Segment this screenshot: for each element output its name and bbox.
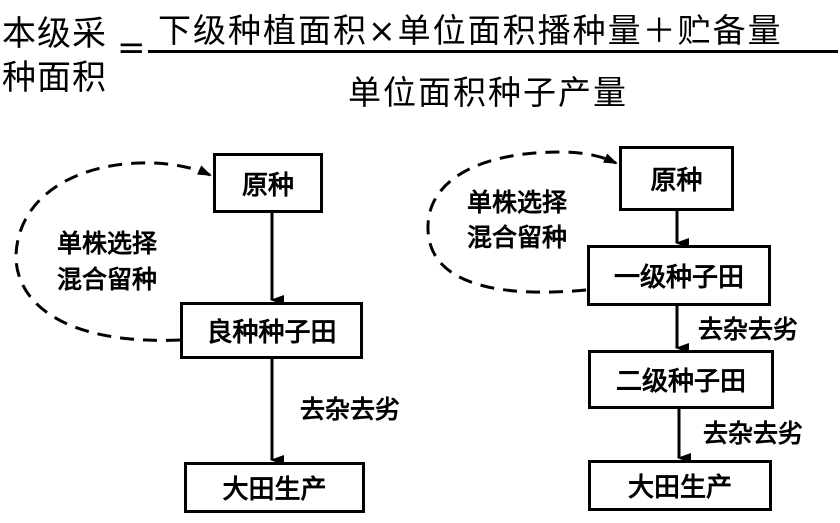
right-loop-label-line2: 混合留种 (467, 223, 568, 252)
left-node-liangzhong-seed-field: 良种种子田 (180, 302, 363, 359)
right-node-first-grade-seed-field: 一级种子田 (587, 245, 771, 306)
formula-lhs-line1: 本级采 (2, 14, 107, 54)
right-loop-label-line1: 单株选择 (467, 188, 568, 217)
right-edge-label-1: 去杂去劣 (698, 315, 799, 344)
right-node-yuanzhong: 原种 (619, 146, 734, 211)
left-dashed-loop (14, 161, 212, 342)
left-loop-label-line1: 单株选择 (57, 229, 158, 258)
formula-numerator: 下级种植面积×单位面积播种量＋贮备量 (158, 11, 783, 50)
right-dashed-loop (426, 150, 618, 294)
formula-lhs-line2: 种面积 (2, 58, 107, 98)
left-node-field-production: 大田生产 (184, 462, 365, 513)
formula-denominator: 单位面积种子产量 (348, 73, 628, 112)
right-node-second-grade-seed-field: 二级种子田 (588, 350, 774, 409)
right-node-field-production: 大田生产 (588, 460, 772, 511)
left-node-yuanzhong: 原种 (213, 153, 323, 213)
fraction-bar (148, 50, 838, 53)
left-edge-label: 去杂去劣 (300, 395, 401, 424)
right-edge-label-2: 去杂去劣 (703, 419, 804, 448)
left-loop-label-line2: 混合留种 (57, 265, 158, 294)
formula-equals-sign: = (117, 28, 146, 68)
